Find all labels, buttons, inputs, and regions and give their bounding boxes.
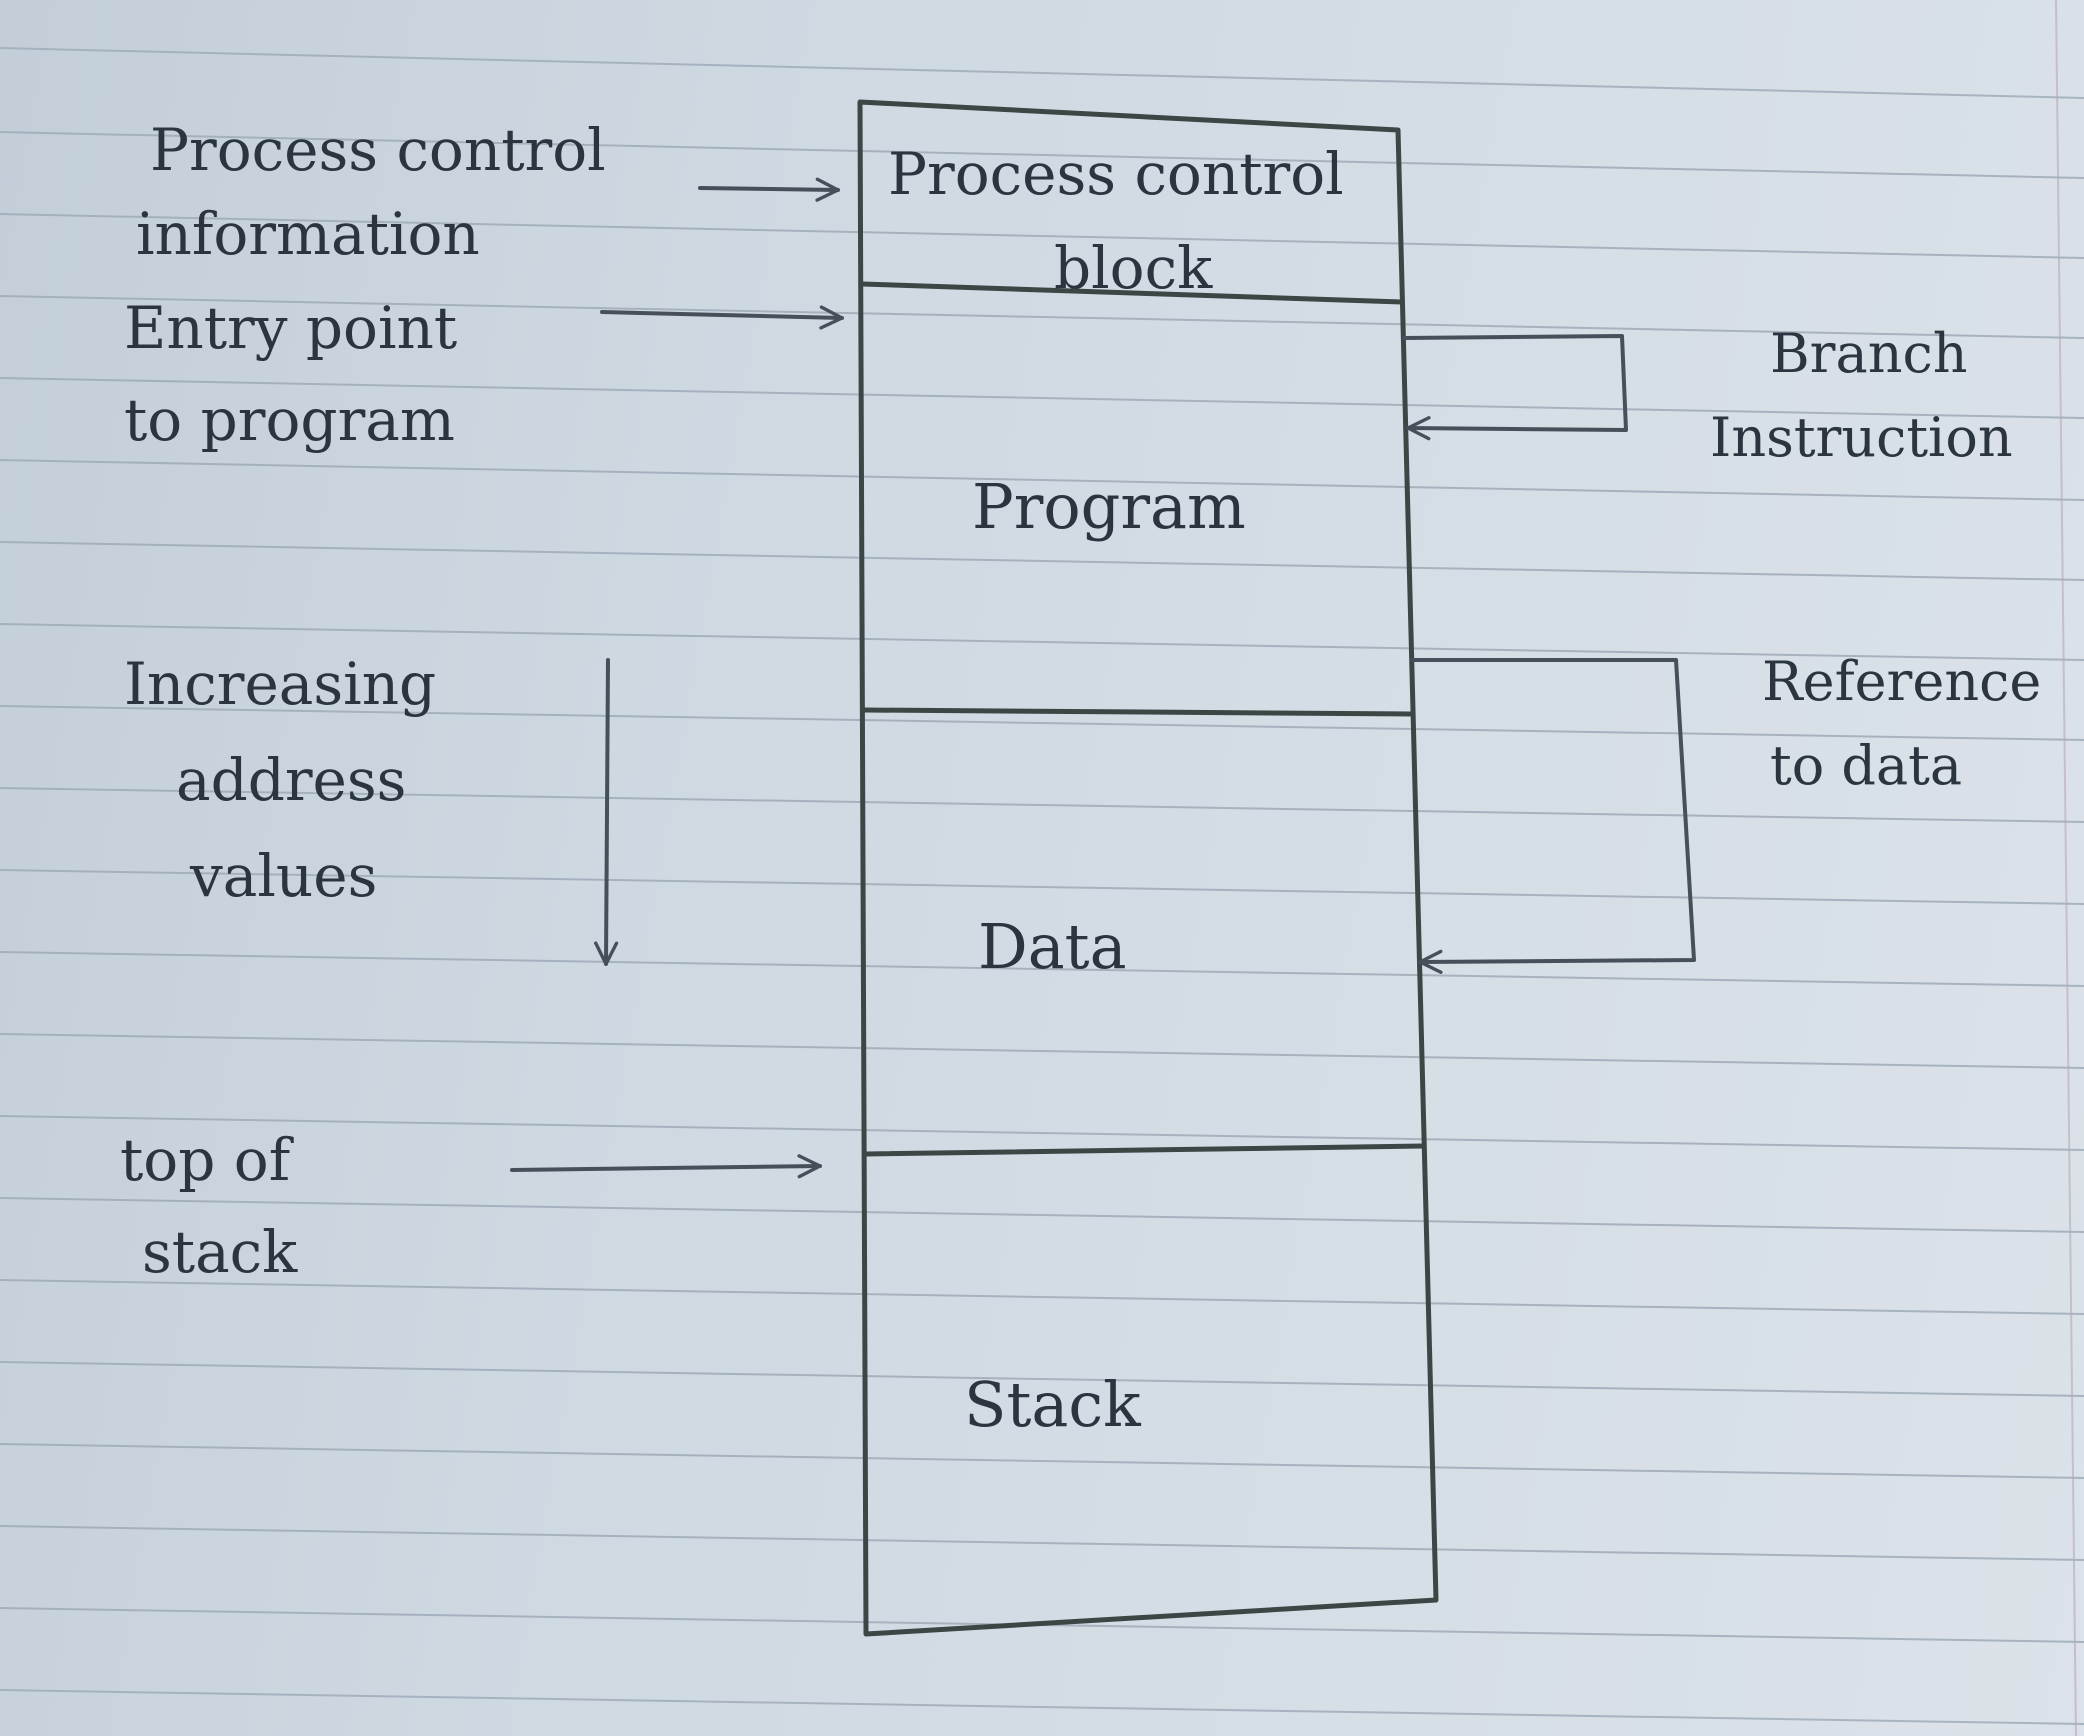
label-reference-line2: to data [1770,734,1962,797]
label-top-line1: top of [120,1126,294,1194]
label-pci-line2: information [136,200,480,268]
margin-line [2055,0,2077,1736]
label-increasing-line3: values [189,842,377,910]
segment-program: Program [972,470,1246,543]
reference-loop-arrow [1410,658,1696,974]
divider-program-data [861,707,1413,717]
arrow-entry-to-program [600,305,844,330]
arrow-increasing-address [594,658,619,966]
arrow-top-of-stack [510,1154,822,1179]
label-entry-line1: Entry point [124,294,457,362]
label-entry-line2: to program [124,386,455,454]
label-increasing-line1: Increasing [124,650,436,718]
divider-data-stack [863,1143,1427,1157]
branch-loop-arrow [1402,334,1628,441]
segment-data: Data [978,910,1127,983]
segment-pcb-line2: block [1054,234,1213,302]
label-reference-line1: Reference [1762,650,2041,713]
memory-box [857,99,1439,1637]
divider-pcb-program [859,281,1405,305]
label-pci-line1: Process control [150,116,606,184]
label-increasing-line2: address [176,746,406,814]
label-branch-line1: Branch [1770,322,1968,385]
segment-pcb-line1: Process control [888,140,1344,208]
segment-stack: Stack [964,1368,1141,1441]
ruled-lines [0,47,2084,1725]
arrow-pci-to-pcb [698,177,840,202]
label-branch-line2: Instruction [1710,406,2013,469]
label-top-line2: stack [142,1218,298,1286]
